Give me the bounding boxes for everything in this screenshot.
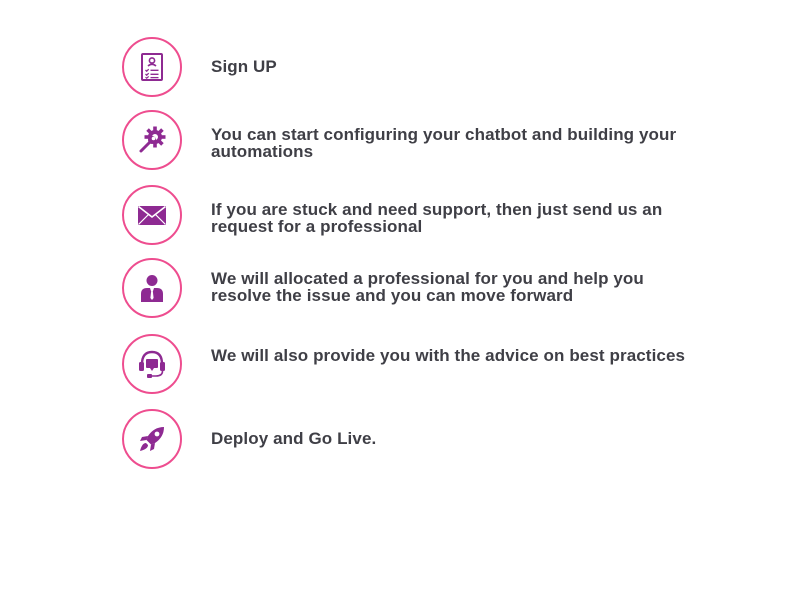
step-icon-ring xyxy=(122,37,182,97)
professional-person-icon xyxy=(141,275,163,302)
step-sign-up: Sign UP xyxy=(122,37,722,101)
step-deploy: Deploy and Go Live. xyxy=(122,409,722,473)
profile-document-icon xyxy=(141,53,163,81)
step-configure-chatbot: You can start configuring your chatbot a… xyxy=(122,110,722,174)
step-icon-ring xyxy=(122,185,182,245)
step-text: If you are stuck and need support, then … xyxy=(211,200,663,236)
step-text: You can start configuring your chatbot a… xyxy=(211,125,677,161)
step-icon-ring xyxy=(122,110,182,170)
step-icon-ring xyxy=(122,334,182,394)
step-icon-ring xyxy=(122,258,182,318)
step-request-support: If you are stuck and need support, then … xyxy=(122,185,722,249)
rocket-icon xyxy=(140,427,164,451)
wrench-gear-icon xyxy=(138,126,166,154)
step-text: We will allocated a professional for you… xyxy=(211,269,644,305)
step-text: We will also provide you with the advice… xyxy=(211,346,686,365)
step-text: Sign UP xyxy=(211,57,277,76)
headset-support-icon xyxy=(139,350,165,378)
envelope-icon xyxy=(138,205,166,225)
step-allocate-professional: We will allocated a professional for you… xyxy=(122,258,722,322)
step-icon-ring xyxy=(122,409,182,469)
step-text: Deploy and Go Live. xyxy=(211,429,377,448)
step-best-practices: We will also provide you with the advice… xyxy=(122,334,722,398)
